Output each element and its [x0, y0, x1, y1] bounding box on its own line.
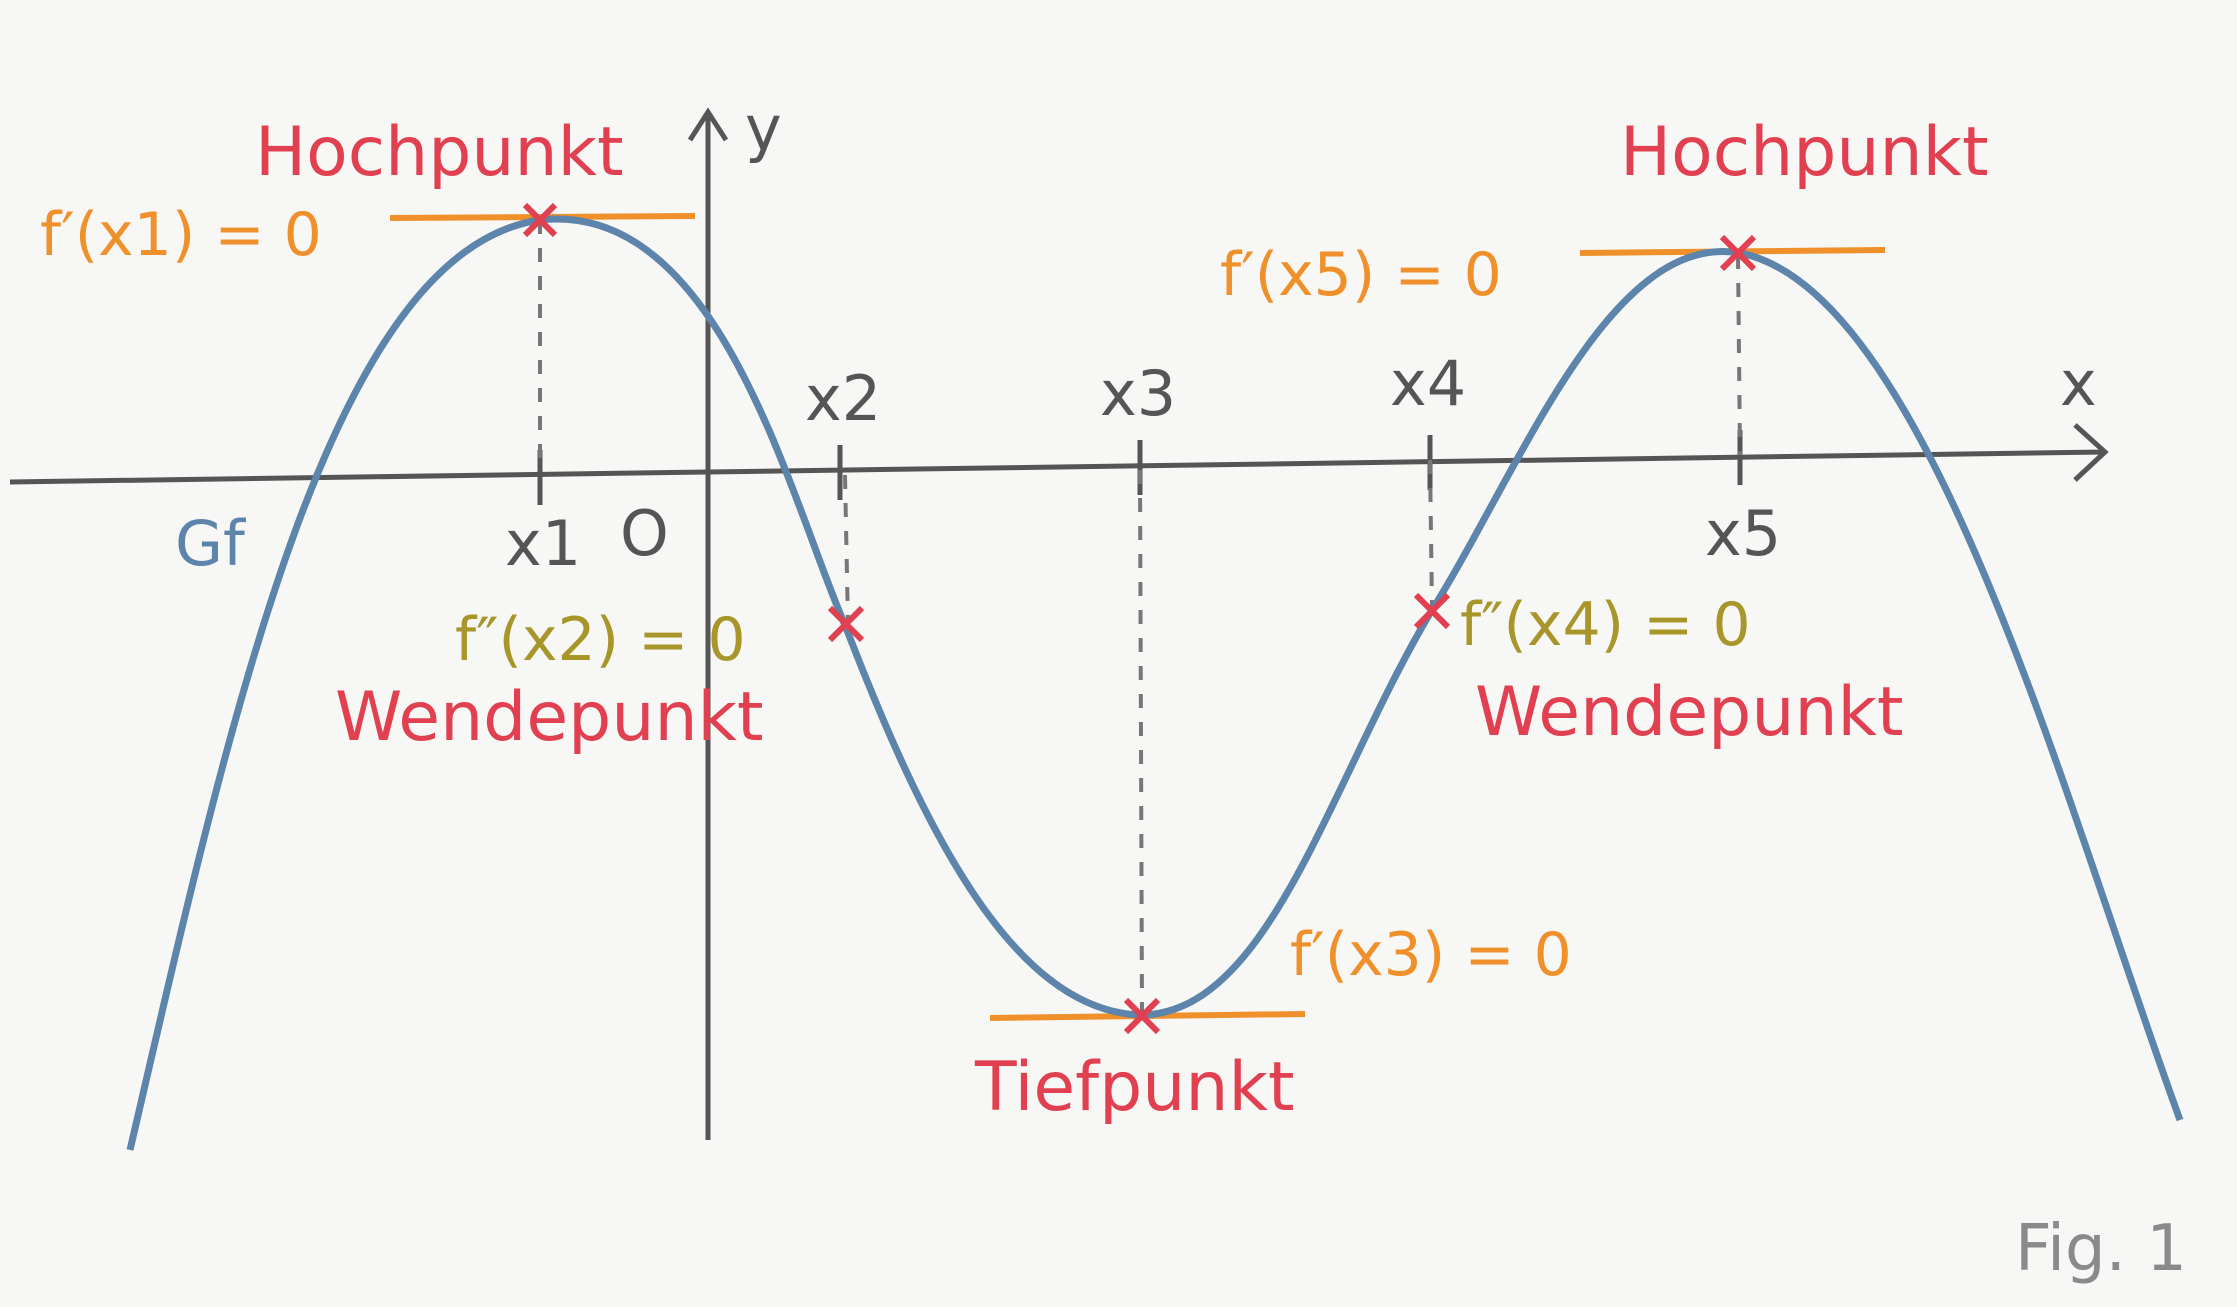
x-axis-label: x — [2060, 347, 2097, 420]
x-axis-ticks — [537, 430, 1743, 505]
graph-label: Gf — [175, 507, 247, 580]
x-axis — [9, 449, 2106, 485]
marker-x4 — [1413, 592, 1451, 630]
guide-x3 — [1138, 469, 1144, 1016]
tick-label-x1: x1 — [505, 507, 581, 580]
y-axis-arrowhead — [687, 107, 729, 142]
guide-x5 — [1736, 254, 1742, 456]
condition-x1: f′(x1) = 0 — [40, 200, 322, 270]
dashed-guides — [538, 220, 1742, 1016]
coordinate-axes — [9, 107, 2109, 1140]
label-hochpunkt-x5: Hochpunkt — [1620, 113, 1989, 192]
condition-x3: f′(x3) = 0 — [1290, 920, 1572, 990]
marker-x1 — [522, 202, 558, 238]
guide-x2 — [843, 474, 850, 626]
point-markers — [522, 202, 1757, 1035]
tick-label-x5: x5 — [1705, 497, 1781, 570]
y-axis-label: y — [745, 92, 782, 165]
tick-label-x4: x4 — [1390, 347, 1466, 420]
label-wendepunkt-x4: Wendepunkt — [1475, 673, 1904, 752]
condition-x4: f″(x4) = 0 — [1460, 590, 1751, 660]
label-hochpunkt-x1: Hochpunkt — [255, 113, 624, 192]
graph-curve — [126, 215, 2184, 1151]
marker-x5 — [1719, 234, 1757, 272]
label-tiefpunkt-x3: Tiefpunkt — [974, 1048, 1295, 1127]
origin-label: O — [620, 497, 669, 570]
guide-x4 — [1428, 459, 1434, 611]
label-wendepunkt-x2: Wendepunkt — [335, 678, 764, 757]
marker-x2 — [827, 605, 865, 643]
condition-x2: f″(x2) = 0 — [455, 605, 746, 675]
tick-label-x2: x2 — [805, 362, 881, 435]
tick-label-x3: x3 — [1100, 357, 1176, 430]
figure-caption: Fig. 1 — [2015, 1212, 2187, 1286]
x-axis-arrowhead — [2073, 423, 2109, 482]
condition-x5: f′(x5) = 0 — [1220, 240, 1502, 310]
marker-x3 — [1123, 997, 1161, 1035]
